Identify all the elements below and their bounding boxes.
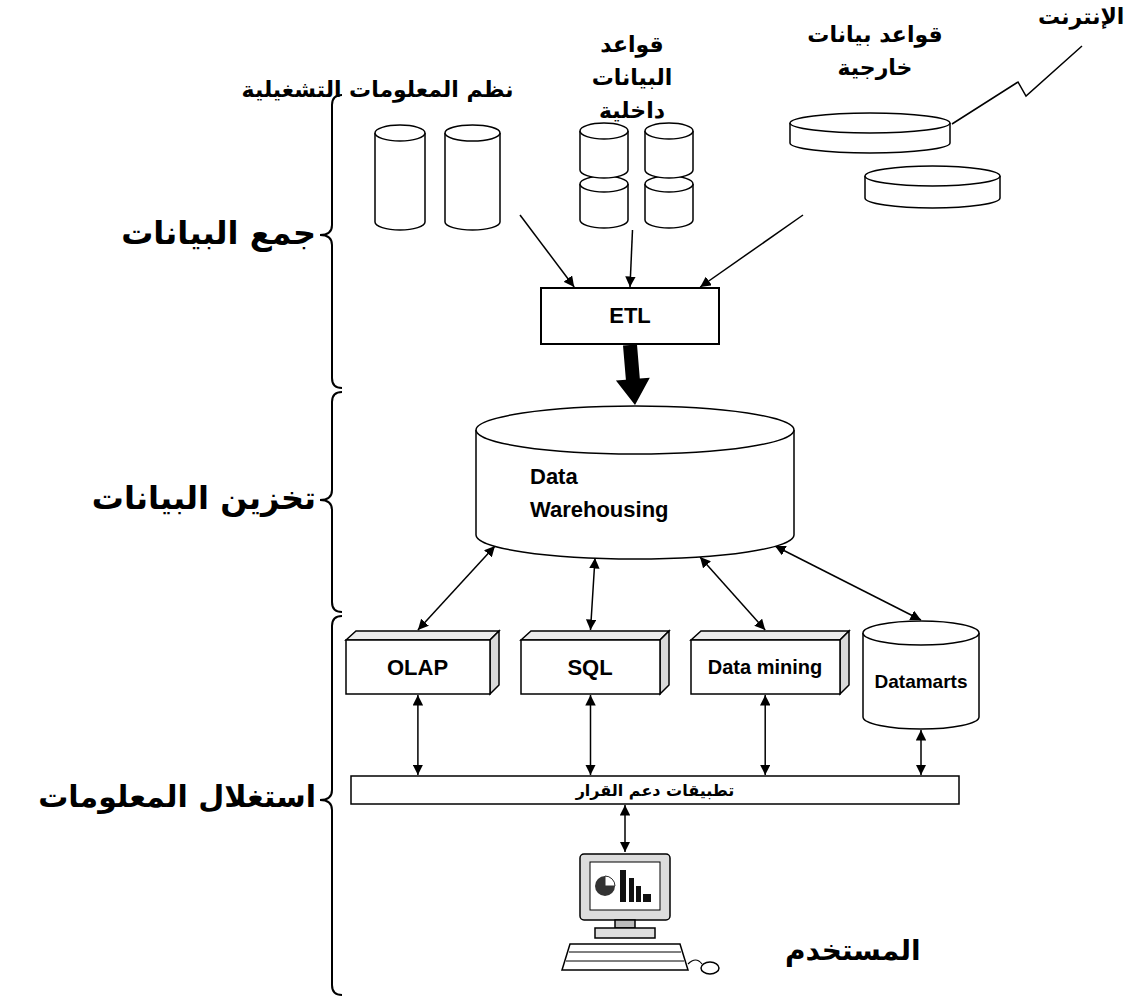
node-text: قواعد البيانات داخلية — [557, 28, 707, 127]
node-text: ETL — [540, 287, 720, 345]
node-outline — [475, 405, 795, 560]
datamart-cylinder: Datamarts — [862, 620, 980, 730]
node-text: OLAP — [345, 640, 490, 695]
application-bar: تطبيقات دعم القرار — [350, 775, 960, 805]
connector-arrow — [630, 230, 633, 287]
node-outline — [780, 18, 1010, 215]
connector-arrow — [764, 695, 766, 775]
node-text: المستخدم — [785, 934, 921, 967]
node-text: Datamarts — [862, 644, 980, 720]
curly-bracket — [320, 392, 342, 612]
curly-bracket — [320, 95, 342, 388]
source-group: نظم المعلومات التشغيلية — [235, 75, 520, 235]
phase-label: استغلال المعلومات — [38, 779, 316, 814]
connector-arrow — [520, 215, 574, 287]
connector-arrow — [590, 695, 592, 775]
connector-arrow — [775, 546, 921, 620]
tool-box: OLAP — [345, 630, 500, 695]
node-text: Data mining — [690, 640, 840, 695]
tool-box: SQL — [520, 630, 670, 695]
lightning-link — [952, 46, 1082, 124]
node-text: تطبيقات دعم القرار — [350, 775, 960, 805]
node-outline — [545, 28, 720, 230]
connector-arrow — [920, 730, 922, 775]
node-text: Data Warehousing — [530, 460, 700, 526]
node-text: نظم المعلومات التشغيلية — [235, 75, 520, 106]
connector-arrow — [700, 215, 803, 287]
connector-arrow — [591, 558, 596, 630]
user-computer: المستخدم — [560, 852, 690, 992]
node-text: SQL — [520, 640, 660, 695]
connector-arrow — [418, 546, 495, 630]
tool-box: Data mining — [690, 630, 850, 695]
node-outline — [560, 852, 690, 992]
curly-bracket — [320, 616, 342, 995]
process-box: ETL — [540, 287, 720, 345]
connector-arrow — [624, 805, 626, 852]
connector-arrow — [417, 695, 419, 775]
phase-label: تخزين البيانات — [92, 479, 316, 517]
warehouse-cylinder: Data Warehousing — [475, 405, 795, 560]
phase-label: جمع البيانات — [121, 214, 316, 252]
node-text: قواعد بيانات خارجية — [800, 18, 950, 84]
source-label: الإنترنت — [1038, 4, 1124, 29]
flow-arrow — [616, 344, 650, 405]
source-group: قواعد بيانات خارجية — [780, 18, 1010, 215]
source-group: قواعد البيانات داخلية — [545, 28, 720, 230]
connector-arrow — [700, 557, 765, 630]
